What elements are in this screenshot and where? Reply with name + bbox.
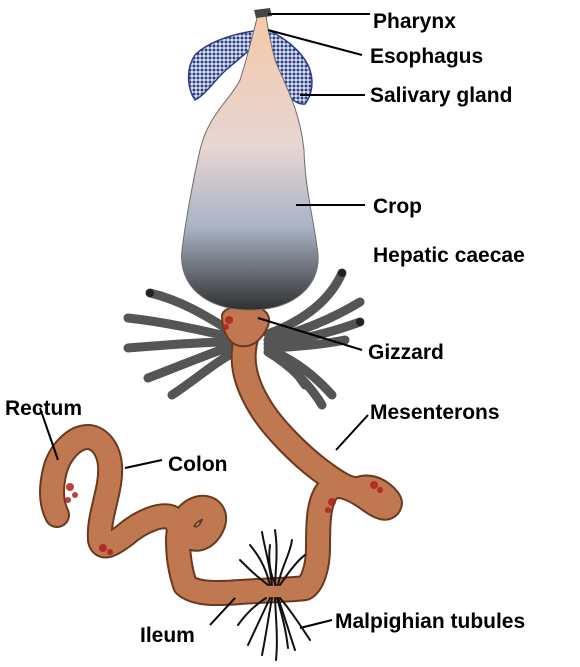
- ileum-leader: [209, 597, 236, 626]
- gizzard-leader: [257, 317, 363, 351]
- caecae-tips: [146, 269, 364, 326]
- rectum-leader: [39, 407, 59, 461]
- ileum-label: Ileum: [140, 624, 195, 647]
- salivary-gland-label: Salivary gland: [370, 84, 512, 107]
- gut-tube: [39, 319, 403, 607]
- pharynx-label: Pharynx: [373, 10, 456, 33]
- crop-label: Crop: [373, 195, 422, 218]
- hepatic-caecae-label: Hepatic caecae: [373, 244, 525, 267]
- mesenterons-leader: [335, 414, 369, 451]
- gut-red-patches: [65, 316, 383, 555]
- gizzard-label: Gizzard: [368, 341, 444, 364]
- esophagus-leader: [267, 29, 363, 56]
- malpighian-tubules-label: Malpighian tubules: [335, 610, 525, 633]
- mesenterons-label: Mesenterons: [370, 401, 500, 424]
- malpighian-tubules-leader: [299, 619, 333, 629]
- gizzard: [220, 304, 270, 348]
- leader-lines: [39, 13, 370, 629]
- crop: [181, 13, 319, 311]
- colon-label: Colon: [168, 453, 227, 476]
- malpighian-tubules: [237, 529, 311, 661]
- colon-leader: [124, 459, 163, 469]
- esophagus-label: Esophagus: [370, 45, 483, 68]
- pharynx: [254, 8, 272, 18]
- rectum-label: Rectum: [5, 397, 82, 420]
- hepatic-caecae: [123, 268, 365, 410]
